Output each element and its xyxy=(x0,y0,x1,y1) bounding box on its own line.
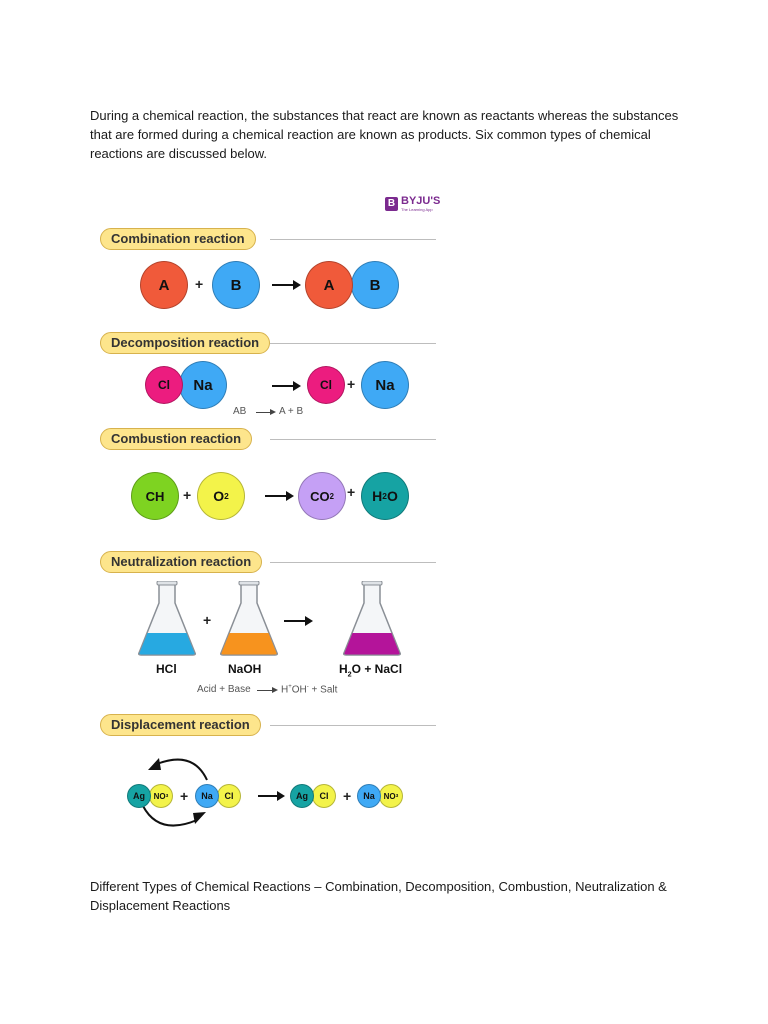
logo-mark-icon: B xyxy=(385,197,398,211)
divider-line xyxy=(270,725,436,726)
decomposition-equation-left: AB xyxy=(233,406,247,417)
product-flask-icon xyxy=(343,581,401,656)
atom-cl: Cl xyxy=(145,366,183,404)
atom-b: B xyxy=(212,261,260,309)
divider-line xyxy=(270,562,436,563)
atom-cl: Cl xyxy=(217,784,241,808)
reaction-arrow xyxy=(265,491,294,501)
reaction-arrow xyxy=(272,381,301,391)
divider-line xyxy=(270,343,436,344)
product-atom-cl: Cl xyxy=(312,784,336,808)
intro-paragraph: During a chemical reaction, the substanc… xyxy=(90,108,679,161)
product-label: H2O + NaCl xyxy=(339,662,403,679)
hcl-label: HCl xyxy=(156,662,177,676)
base-flask-icon xyxy=(220,581,278,656)
divider-line xyxy=(270,239,436,240)
logo-tagline: The Learning App xyxy=(401,207,433,212)
byjus-logo: B BYJU'S The Learning App xyxy=(385,196,440,212)
plus-sign: + xyxy=(347,484,356,500)
atom-na: Na xyxy=(195,784,219,808)
combination-label: Combination reaction xyxy=(100,228,256,250)
product-atom-na: Na xyxy=(357,784,381,808)
small-arrow xyxy=(257,687,278,693)
atom-ag: Ag xyxy=(127,784,151,808)
reaction-types-figure: B BYJU'S The Learning App Combination re… xyxy=(95,188,445,838)
atom-na: Na xyxy=(179,361,227,409)
plus-sign: + xyxy=(347,376,356,392)
product-atom-na: Na xyxy=(361,361,409,409)
naoh-label: NaOH xyxy=(228,662,262,676)
divider-line xyxy=(270,439,436,440)
combustion-label: Combustion reaction xyxy=(100,428,253,450)
reaction-arrow xyxy=(272,280,301,290)
plus-sign: + xyxy=(180,788,189,804)
neutralization-label: Neutralization reaction xyxy=(100,551,263,573)
exchange-arrows-icon xyxy=(142,758,208,827)
acid-flask-icon xyxy=(138,581,196,656)
plus-sign: + xyxy=(343,788,352,804)
logo-name: BYJU'S xyxy=(401,195,441,207)
small-arrow xyxy=(256,409,276,415)
reaction-arrow xyxy=(284,616,313,626)
product-atom-ag: Ag xyxy=(290,784,314,808)
figure-caption: Different Types of Chemical Reactions – … xyxy=(90,879,667,913)
decomposition-equation-right: A + B xyxy=(279,406,304,417)
neutralization-equation-left: Acid + Base xyxy=(197,684,251,695)
reaction-arrow xyxy=(258,791,285,801)
neutralization-equation-right: H+OH- + Salt xyxy=(281,684,338,696)
plus-sign: + xyxy=(183,487,192,503)
plus-sign: + xyxy=(195,276,204,292)
atom-a: A xyxy=(140,261,188,309)
decomposition-label: Decomposition reaction xyxy=(100,332,271,354)
plus-sign: + xyxy=(203,612,212,628)
displacement-label: Displacement reaction xyxy=(100,714,261,736)
product-atom-cl: Cl xyxy=(307,366,345,404)
product-atom-b: B xyxy=(351,261,399,309)
atom-ch: CH xyxy=(131,472,179,520)
product-atom-a: A xyxy=(305,261,353,309)
